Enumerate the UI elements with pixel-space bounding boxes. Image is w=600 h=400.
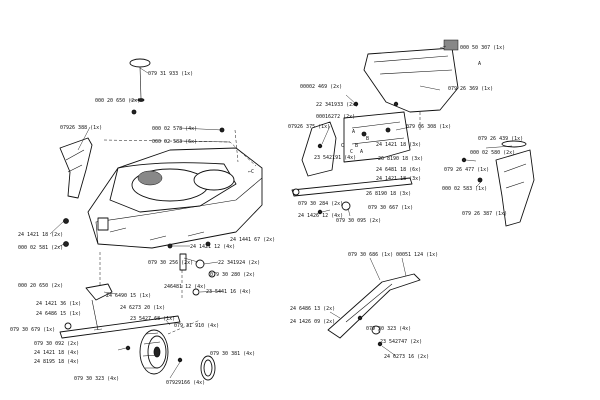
part-label: 24 1421 18 (4x) <box>34 350 79 356</box>
front-fasteners <box>63 109 225 249</box>
part-label: 079 31 933 (1x) <box>148 71 193 77</box>
part-label: 00051 124 (1x) <box>396 252 438 258</box>
cap-part <box>129 58 151 102</box>
part-label: 24 6486 13 (2x) <box>290 306 335 312</box>
part-label: 079 26 477 (1x) <box>444 167 489 173</box>
part-label: 079 30 667 (1x) <box>368 205 413 211</box>
marker-c: C <box>350 149 353 155</box>
part-label: 000 20 650 (2x) <box>18 283 63 289</box>
wheel-hub-cap <box>177 355 216 381</box>
part-label: 23 542191 (4x) <box>314 155 356 161</box>
marker-a: A <box>352 129 355 135</box>
part-label: 000 20 650 (2x) <box>95 98 140 104</box>
marker-a: A <box>478 61 481 67</box>
part-label: 079 30 092 (2x) <box>34 341 79 347</box>
part-label: 000 02 583 (1x) <box>442 186 487 192</box>
part-label: 079 30 323 (4x) <box>366 326 411 332</box>
part-label: 24 6273 20 (1x) <box>120 305 165 311</box>
part-label: 24 6490 15 (1x) <box>106 293 151 299</box>
part-label: 079 30 381 (4x) <box>210 351 255 357</box>
part-label: 24 6486 15 (1x) <box>36 311 81 317</box>
part-label: 24 1426 09 (2x) <box>290 319 335 325</box>
rear-wheel <box>139 319 201 375</box>
marker-c: C <box>341 143 344 149</box>
part-label: 079 30 256 (2x) <box>148 260 193 266</box>
part-label: 079 30 095 (2x) <box>336 218 381 224</box>
part-label: 24 8195 18 (4x) <box>34 359 79 365</box>
rear-axle-rod <box>291 177 413 215</box>
part-label: 07926 388 (1x) <box>60 125 102 131</box>
part-label: 24 1426 12 (4x) <box>298 213 343 219</box>
handle-mount-bracket <box>301 101 411 177</box>
part-label: 26 8190 18 (3x) <box>366 191 411 197</box>
part-label: 000 02 580 (2x) <box>470 150 515 156</box>
part-label: 246481 12 (4x) <box>164 284 206 290</box>
rear-flap-right <box>461 140 535 227</box>
part-label: 00002 469 (2x) <box>300 84 342 90</box>
marker-c: ←C <box>248 169 254 175</box>
part-label: 00016272 (2x) <box>316 114 355 120</box>
part-label: 24 6273 16 (2x) <box>384 354 429 360</box>
part-label: 24 1421 18 (2x) <box>18 232 63 238</box>
part-label: 079 30 686 (1x) <box>348 252 393 258</box>
part-label: 079 26 439 (1x) <box>478 136 523 142</box>
marker-b: B <box>355 143 358 149</box>
part-label: 23 542747 (2x) <box>380 339 422 345</box>
part-label: 24 1421 12 (4x) <box>190 244 235 250</box>
part-label: 079 30 679 (1x) <box>10 327 55 333</box>
part-label: 079 26 387 (1x) <box>462 211 507 217</box>
part-label: 24 1421 36 (1x) <box>36 301 81 307</box>
part-label: 000 02 583 (6x) <box>152 139 197 145</box>
rear-flap-left <box>59 137 93 199</box>
front-axle-lever <box>59 283 181 351</box>
lower-handle <box>327 273 421 347</box>
part-label: 23 5441 16 (4x) <box>206 289 251 295</box>
part-label: 079 30 323 (4x) <box>74 376 119 382</box>
part-label: 000 02 581 (2x) <box>18 245 63 251</box>
part-label: 000 02 578 (4x) <box>152 126 197 132</box>
part-label: 23 5427 68 (1x) <box>130 316 175 322</box>
mower-deck-housing <box>87 129 263 249</box>
part-label: 079 06 308 (1x) <box>406 124 451 130</box>
part-label: 26 8190 18 (3x) <box>378 156 423 162</box>
part-label: 079 31 910 (4x) <box>174 323 219 329</box>
part-label: 07926 375 (1x) <box>288 124 330 130</box>
part-labels: 079 31 933 (1x) 000 20 650 (2x) 07926 38… <box>10 45 523 386</box>
part-label: 079 26 369 (1x) <box>448 86 493 92</box>
part-label: 22 341924 (2x) <box>218 260 260 266</box>
part-label: 24 6481 18 (6x) <box>376 167 421 173</box>
part-label: 07929166 (4x) <box>166 380 205 386</box>
part-label: 079 30 284 (2x) <box>298 201 343 207</box>
reference-markers: A A B C C A B ←C <box>248 61 481 175</box>
marker-b: B <box>366 136 369 142</box>
part-label: 22 341933 (2x) <box>316 102 358 108</box>
leader-lines <box>49 45 513 379</box>
grass-collector-bag <box>363 39 459 130</box>
part-label: 079 30 280 (2x) <box>210 272 255 278</box>
part-label: 24 1421 18 (3x) <box>376 176 421 182</box>
part-label: 000 50 307 (1x) <box>460 45 505 51</box>
part-label: 24 1421 18 (3x) <box>376 142 421 148</box>
part-label: 24 1441 67 (2x) <box>230 237 275 243</box>
marker-a: A <box>360 149 363 155</box>
